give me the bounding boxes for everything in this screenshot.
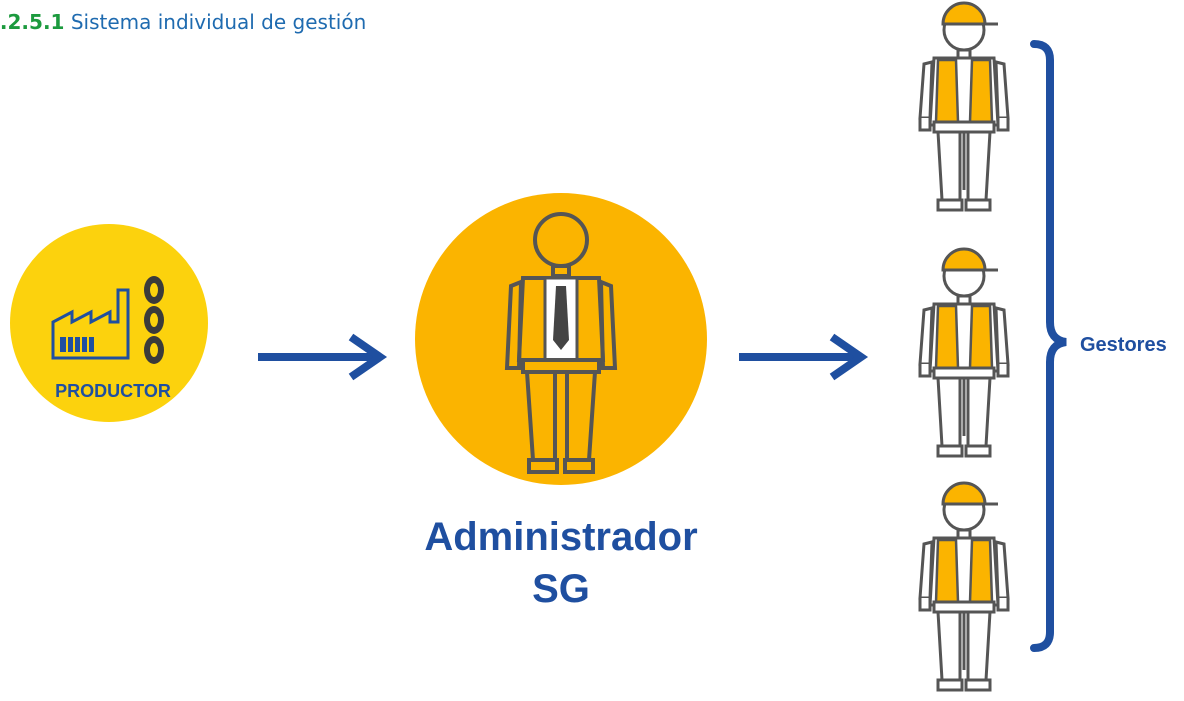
- producer-label: PRODUCTOR: [55, 381, 171, 401]
- gestores-group: [918, 1, 1010, 692]
- section-title: Sistema individual de gestión: [70, 10, 367, 34]
- administrator-label-line2: SG: [532, 567, 590, 611]
- section-heading: 3.2.5.1 Sistema individual de gestión: [0, 10, 366, 34]
- factory-icon: [51, 288, 130, 360]
- arrow-producer-to-admin: [258, 333, 388, 381]
- arrow-admin-to-gestores: [739, 333, 869, 381]
- administrator-label-line1: Administrador: [424, 515, 697, 559]
- producer-node: PRODUCTOR: [10, 224, 208, 422]
- worker-icon: [918, 481, 1010, 692]
- gestores-label: Gestores: [1080, 334, 1167, 356]
- worker-icon: [918, 247, 1010, 458]
- section-number: 3.2.5.1: [0, 10, 65, 34]
- tire-stack-icon: [144, 276, 164, 364]
- businessman-icon: [504, 212, 618, 474]
- administrator-node: Administrador SG: [415, 193, 707, 611]
- gestores-brace: [1030, 40, 1067, 652]
- worker-icon: [918, 1, 1010, 212]
